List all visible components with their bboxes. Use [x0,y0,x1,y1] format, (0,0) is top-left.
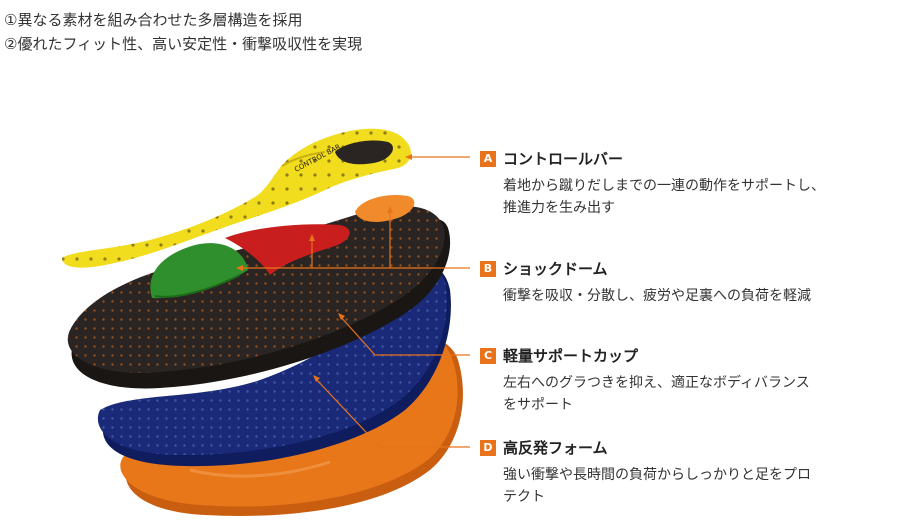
feature-d-desc-line: テクト [503,489,545,505]
feature-b-title: ショックドーム [503,260,608,278]
leader-c [339,315,470,356]
badge-c: C [480,347,496,364]
feature-d-description: 強い衝撃や長時間の負荷からしっかりと足をプロ テクト [503,464,883,508]
feature-a-title: コントロールバー [503,150,624,168]
dome-green [150,243,248,299]
leader-arrows [236,154,412,382]
feature-b: B ショックドーム 衝撃を吸収・分散し、疲労や足裏への負荷を軽減 [480,258,883,307]
feature-a-description: 着地から蹴りだしまでの一連の動作をサポートし、 推進力を生み出す [503,175,883,219]
feature-c: C 軽量サポートカップ 左右へのグラつきを抑え、適正なボディバランス をサポート [480,345,883,416]
feature-d: D 高反発フォーム 強い衝撃や長時間の負荷からしっかりと足をプロ テクト [480,437,883,508]
feature-a: A コントロールバー 着地から蹴りだしまでの一連の動作をサポートし、 推進力を生… [480,148,883,219]
layer-a-control-bar: CONTROL BAR [62,128,411,268]
feature-c-desc-line: 左右へのグラつきを抑え、適正なボディバランス [503,375,810,391]
intro-text: ①異なる素材を組み合わせた多層構造を採用 ②優れたフィット性、高い安定性・衝撃吸… [4,8,362,56]
feature-a-desc-line: 推進力を生み出す [503,200,615,216]
layer-c-support-cup [97,264,451,467]
feature-b-description: 衝撃を吸収・分散し、疲労や足裏への負荷を軽減 [503,285,883,307]
layer-b-shock-dome [150,194,415,299]
leader-d [314,377,470,448]
dome-orange [355,194,415,222]
badge-a: A [480,150,496,167]
feature-b-desc-line: 衝撃を吸収・分散し、疲労や足裏への負荷を軽減 [503,288,811,304]
leader-b [238,210,470,269]
layer-top-cloth [67,206,451,389]
intro-line-2: ②優れたフィット性、高い安定性・衝撃吸収性を実現 [4,35,363,53]
feature-c-desc-line: をサポート [503,397,573,413]
control-bar-heel-hole [335,140,393,165]
leader-lines [238,156,470,448]
badge-b: B [480,260,496,277]
feature-d-title: 高反発フォーム [503,439,608,457]
feature-a-desc-line: 着地から蹴りだしまでの一連の動作をサポートし、 [503,178,825,194]
intro-line-1: ①異なる素材を組み合わせた多層構造を採用 [4,11,303,29]
dome-red [225,224,350,275]
feature-d-desc-line: 強い衝撃や長時間の負荷からしっかりと足をプロ [503,467,811,483]
feature-c-title: 軽量サポートカップ [503,347,639,365]
feature-c-description: 左右へのグラつきを抑え、適正なボディバランス をサポート [503,372,883,416]
badge-d: D [480,439,496,456]
